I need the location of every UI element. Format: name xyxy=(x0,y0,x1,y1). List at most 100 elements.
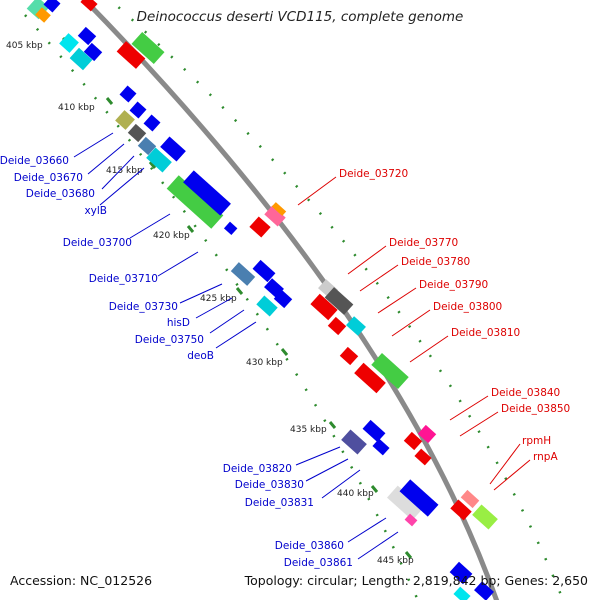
map-title: Deinococcus deserti VCD115, complete gen… xyxy=(136,9,464,25)
callout-line xyxy=(179,283,223,304)
gene-label[interactable]: Deide_03800 xyxy=(433,301,502,313)
gene-feature xyxy=(324,287,354,315)
gene-feature xyxy=(327,316,347,336)
kbp-tick xyxy=(235,287,244,295)
gene-feature xyxy=(116,41,146,69)
gene-feature xyxy=(264,278,284,298)
gene-feature xyxy=(362,419,386,443)
gene-label[interactable]: Deide_03820 xyxy=(223,463,292,475)
gene-feature xyxy=(403,431,423,451)
kbp-tick xyxy=(404,551,413,559)
gene-label[interactable]: Deide_03790 xyxy=(419,279,488,291)
callout-line xyxy=(391,309,431,337)
gene-feature xyxy=(264,205,286,227)
kbp-tick xyxy=(370,485,379,493)
callout-line xyxy=(321,469,361,499)
gene-feature xyxy=(223,221,238,236)
callout-line xyxy=(87,143,125,175)
gene-feature xyxy=(59,33,79,53)
gene-label[interactable]: xylB xyxy=(84,205,107,217)
gene-label[interactable]: Deide_03670 xyxy=(14,172,83,184)
callout-line xyxy=(347,245,387,275)
gene-feature xyxy=(346,316,366,336)
gene-label[interactable]: Deide_03840 xyxy=(491,387,560,399)
gene-label[interactable]: hisD xyxy=(167,317,190,329)
gene-label[interactable]: Deide_03720 xyxy=(339,168,408,180)
callout-line xyxy=(209,309,245,334)
callout-line xyxy=(409,335,449,363)
gene-feature xyxy=(35,7,51,23)
callout-line xyxy=(357,531,399,560)
gene-feature xyxy=(339,346,359,366)
gene-feature xyxy=(399,479,439,517)
kbp-tick-label: 420 kbp xyxy=(153,231,190,241)
kbp-tick-label: 425 kbp xyxy=(200,294,237,304)
gene-label[interactable]: Deide_03830 xyxy=(235,479,304,491)
genome-summary-text: Topology: circular; Length: 2,819,842 bp… xyxy=(244,573,588,588)
gene-label[interactable]: Deide_03861 xyxy=(284,557,353,569)
callout-line xyxy=(73,132,114,158)
reverse-callout-lines xyxy=(73,132,399,560)
gene-label[interactable]: rnpA xyxy=(533,451,558,463)
kbp-tick xyxy=(280,348,289,356)
gene-feature xyxy=(354,362,386,394)
gene-feature xyxy=(256,295,278,317)
gene-feature xyxy=(341,429,367,455)
gene-feature xyxy=(115,110,135,130)
gene-feature xyxy=(474,581,494,600)
gene-label[interactable]: Deide_03730 xyxy=(109,301,178,313)
gene-feature xyxy=(146,147,172,173)
callout-line xyxy=(215,321,257,349)
gene-feature xyxy=(127,123,147,143)
gene-feature xyxy=(460,489,480,509)
gene-feature xyxy=(69,47,93,71)
gene-feature xyxy=(131,32,165,64)
gene-feature xyxy=(453,586,471,600)
gene-feature xyxy=(230,262,256,286)
callout-line xyxy=(449,395,489,421)
kbp-tick-label: 410 kbp xyxy=(58,103,95,113)
gene-label[interactable]: Deide_03700 xyxy=(63,237,132,249)
kbp-tick-label: 430 kbp xyxy=(246,358,283,368)
callout-line xyxy=(157,251,199,277)
gene-label[interactable]: Deide_03680 xyxy=(26,188,95,200)
gene-feature xyxy=(77,26,97,46)
gene-label[interactable]: deoB xyxy=(187,350,214,362)
gene-label[interactable]: Deide_03750 xyxy=(135,334,204,346)
gene-feature xyxy=(83,42,103,62)
gene-label[interactable]: Deide_03850 xyxy=(501,403,570,415)
gene-feature xyxy=(371,353,409,389)
gene-feature xyxy=(43,0,61,13)
gene-feature xyxy=(310,293,338,321)
gene-feature xyxy=(166,175,224,229)
gene-feature xyxy=(387,485,423,521)
gene-feature xyxy=(414,448,432,466)
gene-label[interactable]: Deide_03710 xyxy=(89,273,158,285)
gene-label[interactable]: Deide_03780 xyxy=(401,256,470,268)
reverse-strand-genes xyxy=(26,0,494,600)
gene-label[interactable]: Deide_03660 xyxy=(0,155,69,167)
gene-feature xyxy=(249,216,271,238)
kbp-tick-label: 440 kbp xyxy=(337,489,374,499)
gene-feature xyxy=(404,513,418,527)
gene-feature xyxy=(129,101,147,119)
callout-line xyxy=(297,176,337,206)
accession-text: Accession: NC_012526 xyxy=(10,573,153,588)
kbp-tick xyxy=(186,225,195,233)
kbp-tick xyxy=(328,421,337,429)
gene-feature xyxy=(449,561,473,585)
kbp-tick-label: 435 kbp xyxy=(290,425,327,435)
gene-label[interactable]: Deide_03831 xyxy=(245,497,314,509)
gene-label[interactable]: Deide_03810 xyxy=(451,327,520,339)
callout-line xyxy=(493,459,531,491)
gene-feature xyxy=(80,0,98,12)
gene-label[interactable]: Deide_03770 xyxy=(389,237,458,249)
callout-line xyxy=(129,213,171,239)
gene-label[interactable]: Deide_03860 xyxy=(275,540,344,552)
tick-track-outer xyxy=(108,0,565,600)
kbp-tick-label: 445 kbp xyxy=(377,556,414,566)
gene-feature xyxy=(160,136,186,162)
gene-label[interactable]: rpmH xyxy=(522,435,551,447)
gene-feature xyxy=(143,114,161,132)
